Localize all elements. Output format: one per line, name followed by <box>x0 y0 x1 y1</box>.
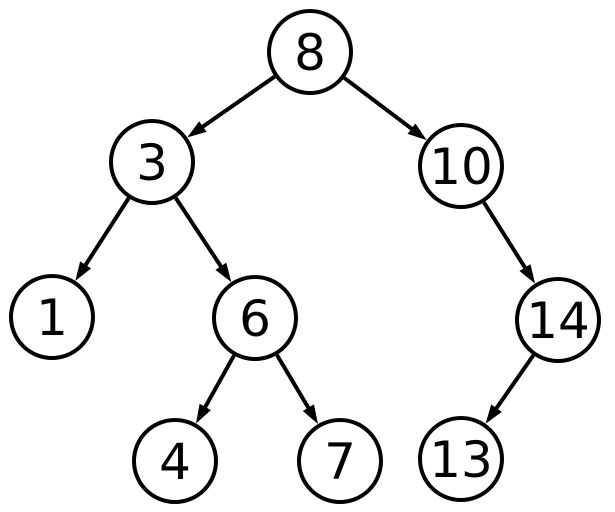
tree-node-circle-13 <box>418 416 504 502</box>
tree-node-label-3: 3 <box>136 134 168 192</box>
tree-node-label-13: 13 <box>429 431 493 489</box>
tree-node-1: 1 <box>9 274 95 360</box>
tree-node-label-6: 6 <box>239 290 271 348</box>
tree-node-3: 3 <box>109 119 195 205</box>
tree-edge-3-6 <box>174 196 230 279</box>
tree-node-label-4: 4 <box>159 433 191 491</box>
arrowhead-icon <box>519 264 536 284</box>
tree-edges-group <box>75 74 536 425</box>
tree-node-circle-3 <box>109 119 195 205</box>
tree-node-circle-4 <box>132 418 218 504</box>
tree-node-label-10: 10 <box>429 138 493 196</box>
tree-node-circle-10 <box>418 123 504 209</box>
arrowhead-icon <box>195 403 211 424</box>
tree-node-14: 14 <box>515 277 601 363</box>
tree-node-8: 8 <box>267 9 353 95</box>
arrowhead-icon <box>75 261 92 281</box>
tree-node-circle-1 <box>9 274 95 360</box>
arrowhead-icon <box>485 404 502 424</box>
tree-edge-8-3 <box>191 74 276 136</box>
tree-edge-10-14 <box>482 201 534 280</box>
tree-node-7: 7 <box>297 418 383 504</box>
tree-node-label-7: 7 <box>324 433 356 491</box>
tree-edge-8-10 <box>343 76 424 139</box>
tree-node-circle-14 <box>515 277 601 363</box>
tree-node-6: 6 <box>212 275 298 361</box>
tree-node-10: 10 <box>418 123 504 209</box>
tree-node-label-14: 14 <box>526 292 590 350</box>
tree-node-label-1: 1 <box>36 289 68 347</box>
tree-node-4: 4 <box>132 418 218 504</box>
tree-node-circle-8 <box>267 9 353 95</box>
arrowhead-icon <box>215 262 232 283</box>
tree-edge-3-1 <box>76 197 131 277</box>
arrowhead-icon <box>407 123 427 141</box>
arrowhead-icon <box>187 121 207 138</box>
tree-node-label-8: 8 <box>294 24 326 82</box>
tree-node-circle-6 <box>212 275 298 361</box>
tree-node-circle-7 <box>297 418 383 504</box>
tree-nodes-group: 8 3 10 1 6 14 4 7 13 <box>9 9 601 504</box>
arrowhead-icon <box>302 404 319 425</box>
tree-node-13: 13 <box>418 416 504 502</box>
